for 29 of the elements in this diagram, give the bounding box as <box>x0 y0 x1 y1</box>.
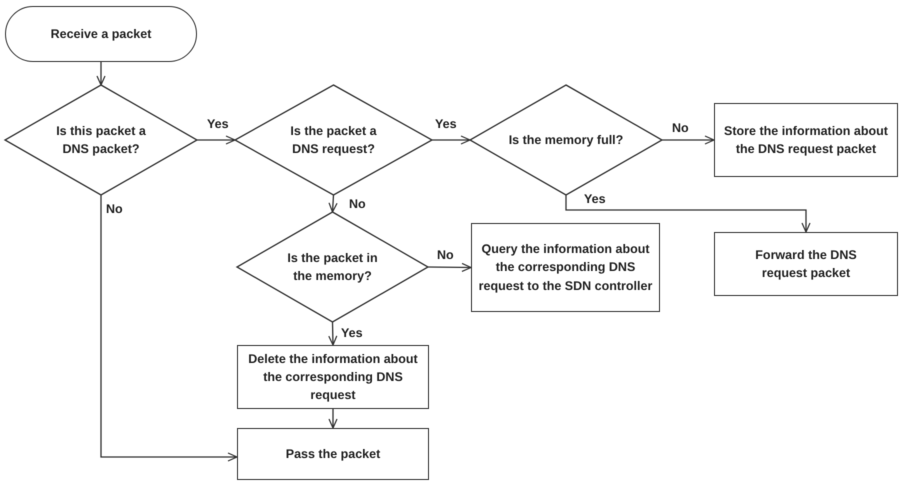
process-box <box>237 428 429 480</box>
arrow <box>432 135 471 145</box>
node-text: Delete the information about the corresponding DNS request <box>247 350 419 404</box>
process-box <box>471 223 660 312</box>
decision-diamond <box>237 212 428 322</box>
node-text: Pass the packet <box>286 446 380 463</box>
arrow <box>197 135 236 145</box>
decision-diamond <box>470 85 662 195</box>
node-text: Receive a packet <box>50 26 152 43</box>
node-text: Store the information about the DNS request packet <box>723 122 889 158</box>
node-text: Is the memory full? <box>508 132 624 149</box>
process-box <box>237 345 429 409</box>
decision-diamond <box>235 85 432 195</box>
process-box <box>714 103 898 177</box>
arrow <box>328 194 338 213</box>
arrow <box>565 195 811 233</box>
node-text: Is this packet a DNS packet? <box>55 122 147 158</box>
arrow <box>96 62 106 86</box>
arrow <box>662 135 715 145</box>
arrow <box>328 322 338 346</box>
node-text: Is the packet a DNS request? <box>289 122 378 158</box>
node-text: Forward the DNS request packet <box>754 246 858 282</box>
process-box <box>714 232 898 296</box>
arrow <box>100 195 238 462</box>
arrow <box>328 409 338 429</box>
node-text: Query the information about the corresponding DNS request to the SDN controller <box>478 241 654 295</box>
arrow <box>428 262 472 272</box>
decision-diamond <box>5 85 197 195</box>
node-text: Is the packet in the memory? <box>286 250 379 285</box>
